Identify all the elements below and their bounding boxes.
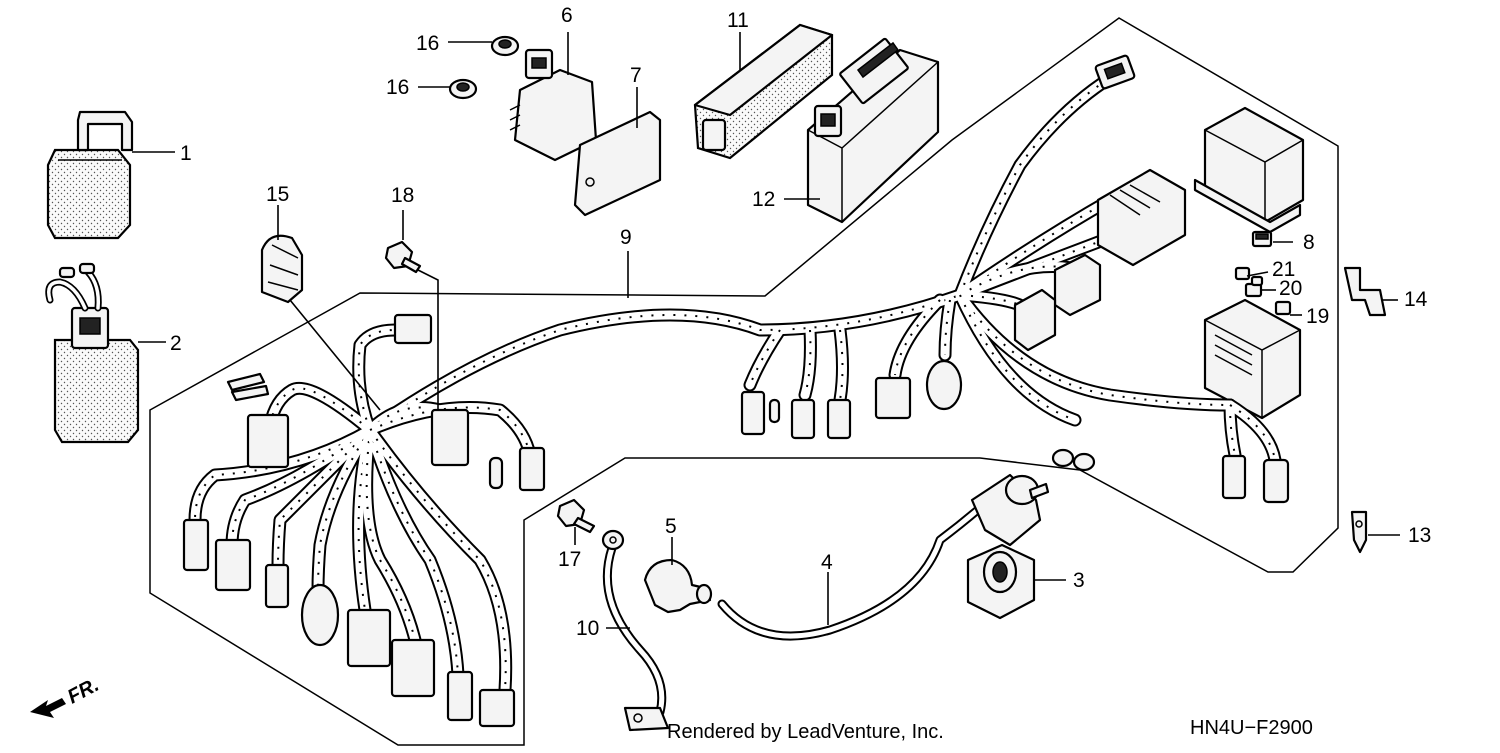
part-15-clamp[interactable] bbox=[260, 234, 304, 304]
callout-19: 19 bbox=[1306, 305, 1329, 328]
callout-11: 11 bbox=[727, 9, 749, 32]
callout-3: 3 bbox=[1073, 569, 1085, 592]
diagram-code: HN4U−F2900 bbox=[1190, 717, 1313, 739]
harness-branch-braid bbox=[369, 429, 459, 676]
harness-branch-braid bbox=[194, 429, 371, 521]
harness-branch-braid bbox=[317, 429, 371, 591]
part-7-plate[interactable] bbox=[573, 110, 662, 217]
fuse-box-base[interactable] bbox=[1203, 298, 1302, 420]
front-arrow-icon bbox=[30, 698, 66, 718]
part-21-fuse[interactable] bbox=[1234, 266, 1251, 281]
callout-8: 8 bbox=[1303, 231, 1315, 254]
part-10-ground-cable[interactable] bbox=[601, 529, 670, 732]
fuse-box-cover[interactable] bbox=[1193, 106, 1305, 234]
part-4-cable[interactable] bbox=[717, 473, 1050, 641]
front-label: FR. bbox=[64, 674, 103, 709]
callout-9: 9 bbox=[620, 226, 632, 249]
callout-18: 18 bbox=[391, 184, 414, 207]
part-3-holder[interactable] bbox=[966, 543, 1036, 620]
part-16-grommet-upper[interactable] bbox=[490, 35, 520, 57]
callout-20: 20 bbox=[1279, 277, 1302, 300]
part-17-bolt[interactable] bbox=[556, 498, 596, 534]
callout-12: 12 bbox=[752, 188, 775, 211]
harness-branch-fill bbox=[835, 325, 847, 405]
callout-6: 6 bbox=[561, 4, 573, 27]
callout-5: 5 bbox=[665, 515, 677, 538]
leader-lines bbox=[132, 32, 1400, 629]
part-13-terminal[interactable] bbox=[1350, 510, 1368, 554]
harness-branch-fill bbox=[800, 325, 815, 400]
harness-branch-braid bbox=[369, 429, 507, 691]
callout-16-lower: 16 bbox=[386, 76, 409, 99]
callout-21: 21 bbox=[1272, 258, 1295, 281]
part-8-fuse[interactable] bbox=[1251, 230, 1273, 248]
callout-15: 15 bbox=[266, 183, 289, 206]
callout-1: 1 bbox=[180, 142, 192, 165]
harness-branch-fill bbox=[365, 403, 535, 460]
part-20-fuse[interactable] bbox=[1244, 275, 1264, 298]
harness-branch-fill bbox=[955, 290, 1080, 425]
part-12-cdi-unit[interactable] bbox=[806, 37, 940, 224]
harness-branch-fill bbox=[227, 425, 375, 550]
harness-branch-fill bbox=[362, 425, 420, 645]
callout-13: 13 bbox=[1408, 524, 1431, 547]
harness-branch-braid bbox=[1229, 404, 1276, 461]
callout-17: 17 bbox=[558, 548, 581, 571]
callout-7: 7 bbox=[630, 64, 642, 87]
callout-16-upper: 16 bbox=[416, 32, 439, 55]
harness-branch-braid bbox=[357, 329, 396, 431]
harness-branch-fill bbox=[890, 295, 945, 380]
part-18-bolt[interactable] bbox=[384, 240, 422, 274]
part-1-cover[interactable] bbox=[46, 110, 134, 240]
part-14-bracket[interactable] bbox=[1343, 266, 1387, 317]
callout-14: 14 bbox=[1404, 288, 1428, 311]
harness-branch-braid bbox=[369, 294, 961, 431]
part-16-grommet-lower[interactable] bbox=[448, 78, 478, 100]
part-19-fuse[interactable] bbox=[1274, 300, 1292, 316]
group-outlines bbox=[149, 17, 1339, 746]
harness-branch-braid bbox=[749, 329, 781, 386]
harness-branch-braid bbox=[959, 77, 1111, 296]
harness-branch-fill bbox=[265, 383, 375, 435]
harness-branch-fill bbox=[273, 425, 375, 570]
harness-branch-fill bbox=[955, 290, 1235, 410]
watermark-text: Rendered by LeadVenture, Inc. bbox=[667, 721, 944, 743]
part-9-main-harness[interactable] bbox=[188, 71, 1282, 697]
part-5-boot[interactable] bbox=[643, 558, 713, 614]
harness-connectors[interactable] bbox=[182, 54, 1290, 728]
callout-10: 10 bbox=[576, 617, 599, 640]
harness-branch-fill bbox=[940, 295, 955, 360]
callout-4: 4 bbox=[821, 551, 833, 574]
front-direction-indicator: FR. bbox=[30, 674, 103, 718]
harness-branch-fill bbox=[745, 325, 785, 390]
part-2-relay[interactable] bbox=[45, 262, 140, 444]
callout-2: 2 bbox=[170, 332, 182, 355]
part-11-control-unit[interactable] bbox=[693, 23, 834, 160]
callout-labels: 1 2 3 4 5 6 7 8 9 10 11 12 13 14 15 16 1… bbox=[170, 4, 1431, 640]
